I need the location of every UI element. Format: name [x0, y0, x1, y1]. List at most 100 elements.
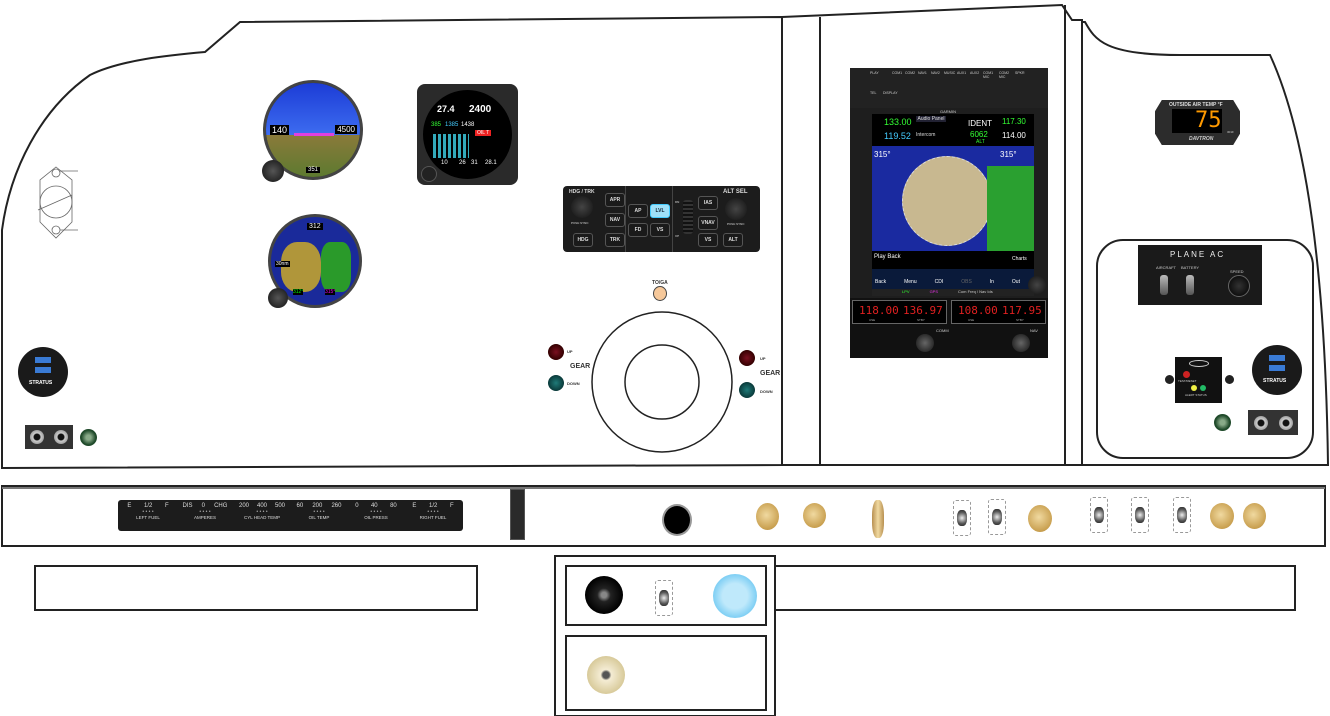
- gtn-nav-freq[interactable]: 117.30: [1002, 117, 1026, 126]
- tan-knob[interactable]: [1243, 503, 1266, 529]
- aircraft-toggle[interactable]: [1160, 275, 1168, 295]
- test-reset-button[interactable]: [1183, 371, 1190, 378]
- gtn-top-button[interactable]: SPKR: [1015, 71, 1025, 75]
- test-reset-label: TEST/RESET: [1178, 379, 1197, 383]
- mixture-lever[interactable]: [872, 500, 884, 538]
- gtn-top-button[interactable]: COM2: [905, 71, 916, 75]
- pfd-knob[interactable]: [262, 160, 284, 182]
- gtn-audio-panel[interactable]: Audio Panel: [916, 116, 946, 122]
- gtn-nav-stby[interactable]: 114.00: [1002, 131, 1026, 140]
- stratus-usb-right[interactable]: STRATUS: [1252, 345, 1302, 395]
- gtn-obs-button[interactable]: OBS: [961, 279, 972, 285]
- toggle-switch[interactable]: [1090, 497, 1108, 533]
- gtn-top-button[interactable]: TEL: [870, 91, 877, 95]
- ias-button[interactable]: IAS: [698, 196, 718, 210]
- eis-knob[interactable]: [421, 166, 437, 182]
- gtn-top-button[interactable]: AUX1: [957, 71, 967, 75]
- mfd-dtk: 315°: [325, 289, 336, 295]
- gtn-menu-button[interactable]: Menu: [904, 279, 917, 285]
- console-cream-knob[interactable]: [587, 656, 625, 694]
- push-sync-label-left: PUSH SYNC: [571, 221, 589, 225]
- stratus-usb-left[interactable]: STRATUS: [18, 347, 68, 397]
- gtn-top-button[interactable]: PLAY: [870, 71, 879, 75]
- black-knob[interactable]: [662, 504, 692, 536]
- gtn-cdi-button[interactable]: CDI: [934, 279, 944, 285]
- gtn-top-button[interactable]: COM1 MIC: [983, 71, 994, 79]
- lvl-button[interactable]: LVL: [650, 204, 670, 218]
- gtn-top-button[interactable]: COM1: [892, 71, 903, 75]
- nav-knob[interactable]: [1012, 334, 1030, 352]
- rudder-trim-indicator[interactable]: [510, 489, 525, 540]
- trk-button[interactable]: TRK: [605, 233, 625, 247]
- oat-gauge: OUTSIDE AIR TEMP °F 75 DAVTRON 301F: [1155, 100, 1240, 145]
- battery-toggle[interactable]: [1186, 275, 1194, 295]
- gear-up-light-left: [548, 344, 564, 360]
- aircraft-label: AIRCRAFT: [1156, 265, 1176, 270]
- headset-jacks-right[interactable]: [1248, 410, 1298, 435]
- tan-knob[interactable]: [1210, 503, 1234, 529]
- alt-button[interactable]: ALT: [723, 233, 743, 247]
- vs-button-center[interactable]: VS: [650, 223, 670, 237]
- hdg-button[interactable]: HDG: [573, 233, 593, 247]
- gtn-top-button[interactable]: COM2 MIC: [999, 71, 1010, 79]
- com-use-label: USE: [869, 318, 876, 322]
- com-active-freq: 118.00: [859, 304, 899, 317]
- toga-button[interactable]: [653, 286, 667, 301]
- nav-button[interactable]: NAV: [605, 213, 625, 227]
- gtn-intercom[interactable]: Intercom: [916, 132, 936, 138]
- gtn-com-stby[interactable]: 119.52: [884, 131, 911, 141]
- gtn-top-button[interactable]: MUSIC: [944, 71, 956, 75]
- gauge-label: CYL HEAD TEMP: [243, 515, 280, 520]
- hdg-trk-knob[interactable]: [571, 196, 593, 218]
- green-knob-right[interactable]: [1214, 414, 1231, 431]
- toggle-switch[interactable]: [953, 500, 971, 536]
- alt-sel-label: ALT SEL: [723, 189, 748, 195]
- tan-knob[interactable]: [1028, 505, 1052, 532]
- gtn-top-button[interactable]: DISPLAY: [883, 91, 898, 95]
- gauge-label: OIL TEMP: [308, 515, 330, 520]
- yoke-outline-outer: [591, 311, 733, 453]
- gtn-zoom-in-button[interactable]: In: [989, 279, 994, 285]
- gtn-back-button[interactable]: Back: [875, 279, 887, 285]
- gtn-map[interactable]: 315° 315°: [872, 146, 1034, 251]
- gtn-top-button[interactable]: NAV1: [918, 71, 927, 75]
- gtn-screen: 133.00 119.52 Audio Panel Intercom IDENT…: [872, 114, 1034, 296]
- gauge-tick-label: 40: [370, 503, 378, 509]
- eis-alt: 10: [441, 160, 448, 166]
- tan-knob[interactable]: [756, 503, 779, 530]
- gtn-top-button[interactable]: NAV2: [931, 71, 940, 75]
- tan-knob[interactable]: [803, 503, 826, 528]
- headset-jacks-left[interactable]: [25, 425, 73, 449]
- gauge-tick-label: 60: [296, 503, 304, 509]
- green-knob-left[interactable]: [80, 429, 97, 446]
- com-knob[interactable]: [916, 334, 934, 352]
- toggle-switch[interactable]: [1131, 497, 1149, 533]
- gtn-com-freq[interactable]: 133.00: [884, 117, 912, 127]
- mfd-knob[interactable]: [268, 288, 288, 308]
- gtn-knob[interactable]: [1028, 276, 1046, 294]
- console-toggle-switch[interactable]: [655, 580, 673, 616]
- console-blue-knob[interactable]: [713, 574, 757, 618]
- gtn-zoom-out-button[interactable]: Out: [1011, 279, 1020, 285]
- vnav-button[interactable]: VNAV: [698, 216, 718, 230]
- gtn-squawk[interactable]: 6062: [970, 130, 988, 139]
- vs-button-right[interactable]: VS: [698, 233, 718, 247]
- console-black-knob[interactable]: [585, 576, 623, 614]
- speed-knob[interactable]: [1228, 275, 1250, 297]
- toggle-switch[interactable]: [988, 499, 1006, 535]
- gauge-tick-label: CHG: [214, 503, 228, 509]
- fd-button[interactable]: FD: [628, 223, 648, 237]
- plane-ac-title: PLANE AC: [1170, 250, 1226, 259]
- gauge-label: LEFT FUEL: [136, 515, 160, 520]
- gtn-top-button[interactable]: AUX2: [970, 71, 980, 75]
- gtn-charts-button[interactable]: Charts: [1012, 256, 1027, 262]
- toggle-switch[interactable]: [1173, 497, 1191, 533]
- alt-sel-knob[interactable]: [725, 198, 747, 220]
- apr-button[interactable]: APR: [605, 193, 625, 207]
- gtn-navigator: PLAY COM1 COM2 NAV1 NAV2 MUSIC AUX1 AUX2…: [850, 68, 1048, 358]
- gtn-ident[interactable]: IDENT: [968, 119, 992, 128]
- ap-button[interactable]: AP: [628, 204, 648, 218]
- co-alert-panel: TEST/RESET ALERT STATUS: [1175, 357, 1222, 403]
- pitch-trim-wheel[interactable]: [683, 200, 693, 234]
- gtn-playback-button[interactable]: Play Back: [874, 254, 901, 260]
